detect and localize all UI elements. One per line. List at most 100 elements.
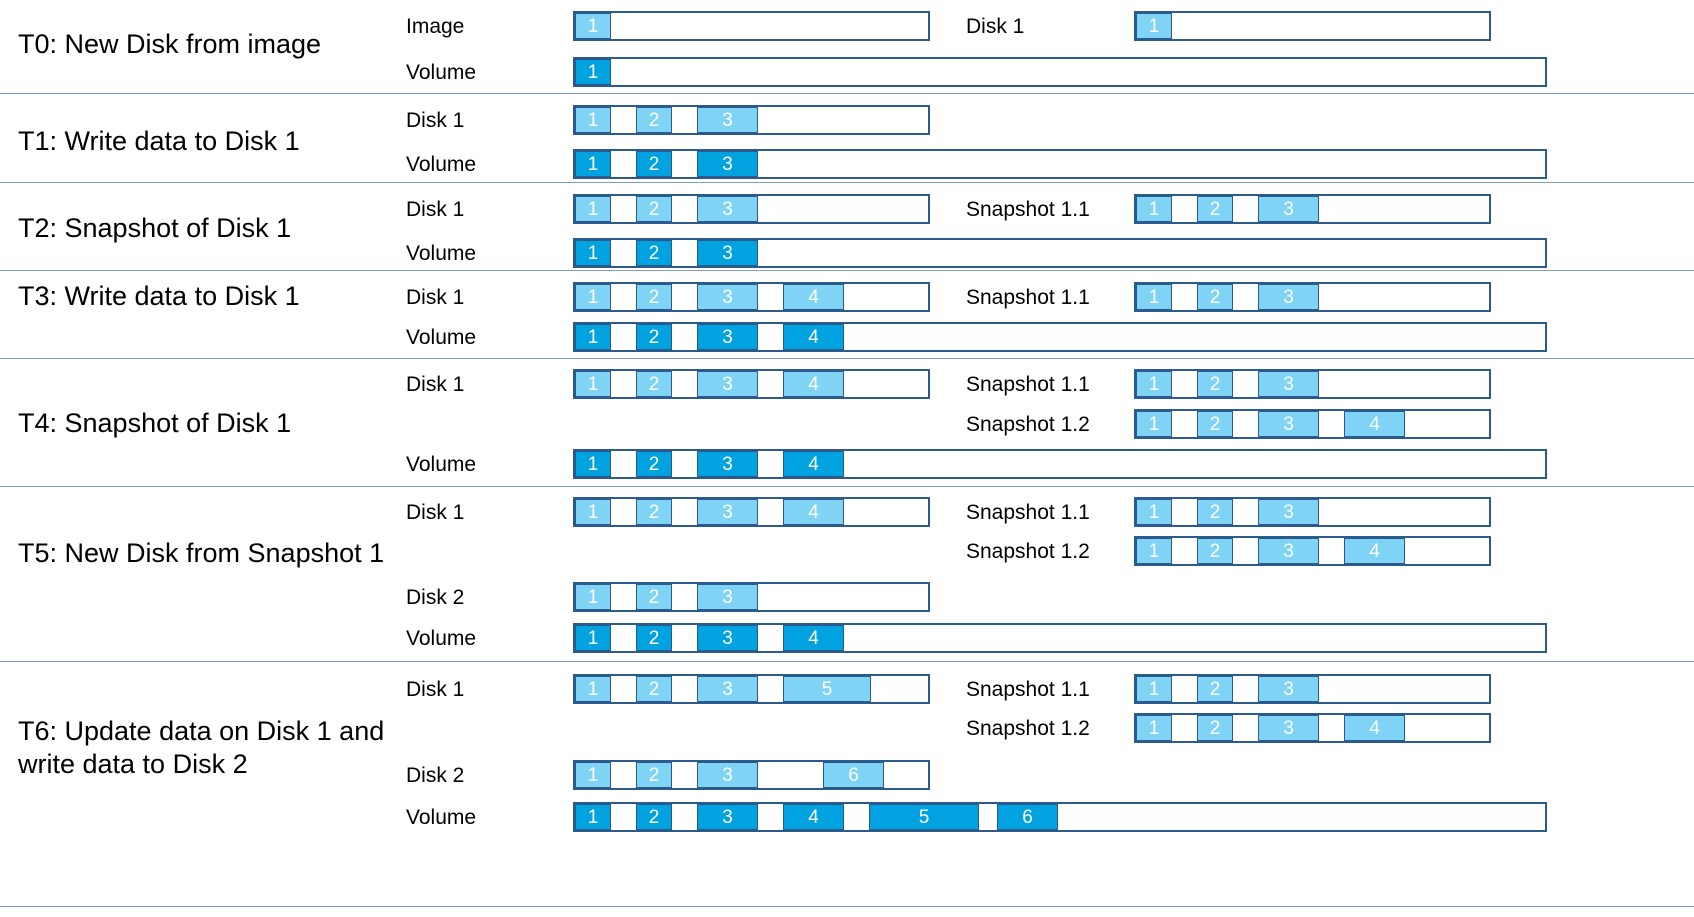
extent-block: 3 (697, 625, 758, 651)
time-step-caption-t2: T2: Snapshot of Disk 1 (18, 213, 292, 243)
track-label-snapshot-1-1: Snapshot 1.1 (966, 373, 1090, 396)
time-step-caption-t0: T0: New Disk from image (18, 29, 322, 59)
extent-block: 4 (783, 499, 844, 525)
extent-block: 1 (1136, 371, 1172, 397)
extent-block: 2 (636, 676, 672, 702)
extent-block: 1 (575, 196, 611, 222)
extent-block: 3 (697, 240, 758, 266)
extent-block: 3 (697, 107, 758, 133)
extent-block: 6 (823, 762, 884, 788)
row-separator (0, 661, 1694, 662)
extent-block: 1 (1136, 411, 1172, 437)
extent-block: 1 (575, 451, 611, 477)
time-step-caption-t1: T1: Write data to Disk 1 (18, 126, 300, 156)
track-label-disk-1: Disk 1 (406, 286, 465, 309)
extent-block: 2 (636, 196, 672, 222)
extent-block: 1 (575, 676, 611, 702)
track-label-disk-1: Disk 1 (406, 109, 465, 132)
extent-block: 3 (697, 371, 758, 397)
track-label-volume: Volume (406, 627, 477, 650)
extent-block: 4 (783, 324, 844, 350)
row-separator (0, 358, 1694, 359)
track-label-volume: Volume (406, 453, 477, 476)
extent-block: 3 (697, 284, 758, 310)
extent-block: 3 (1258, 538, 1319, 564)
extent-bar: 1 (1134, 11, 1491, 41)
extent-bar: 1 (573, 11, 930, 41)
extent-block: 3 (697, 151, 758, 177)
extent-block: 5 (783, 676, 871, 702)
extent-block: 1 (575, 804, 611, 830)
extent-block: 2 (636, 324, 672, 350)
extent-block: 3 (1258, 371, 1319, 397)
extent-block: 2 (1197, 676, 1233, 702)
extent-block: 2 (636, 804, 672, 830)
extent-block: 1 (575, 324, 611, 350)
time-step-caption-t5: T5: New Disk from Snapshot 1 (18, 538, 385, 568)
extent-block: 3 (697, 762, 758, 788)
row-separator (0, 93, 1694, 94)
extent-block: 3 (697, 584, 758, 610)
extent-block: 1 (575, 240, 611, 266)
track-label-disk-1: Disk 1 (966, 15, 1025, 38)
extent-block: 1 (1136, 196, 1172, 222)
track-label-snapshot-1-1: Snapshot 1.1 (966, 286, 1090, 309)
track-label-snapshot-1-1: Snapshot 1.1 (966, 198, 1090, 221)
extent-block: 4 (1344, 538, 1405, 564)
extent-block: 4 (783, 451, 844, 477)
extent-block: 1 (575, 625, 611, 651)
extent-block: 2 (636, 499, 672, 525)
extent-block: 2 (1197, 371, 1233, 397)
extent-block: 2 (1197, 284, 1233, 310)
extent-block: 3 (697, 451, 758, 477)
extent-block: 4 (1344, 715, 1405, 741)
extent-block: 1 (1136, 715, 1172, 741)
extent-block: 2 (636, 240, 672, 266)
extent-block: 1 (575, 151, 611, 177)
extent-block: 4 (783, 625, 844, 651)
track-label-snapshot-1-1: Snapshot 1.1 (966, 678, 1090, 701)
extent-block: 3 (1258, 715, 1319, 741)
extent-block: 1 (575, 371, 611, 397)
extent-block: 5 (869, 804, 979, 830)
extent-block: 1 (1136, 13, 1172, 39)
extent-block: 2 (636, 151, 672, 177)
extent-block: 3 (1258, 284, 1319, 310)
track-label-disk-2: Disk 2 (406, 764, 465, 787)
extent-block: 1 (1136, 676, 1172, 702)
extent-block: 2 (1197, 196, 1233, 222)
row-separator (0, 486, 1694, 487)
extent-bar: 1 (573, 57, 1547, 87)
extent-block: 3 (697, 676, 758, 702)
track-label-volume: Volume (406, 806, 477, 829)
extent-block: 3 (697, 499, 758, 525)
track-label-volume: Volume (406, 61, 477, 84)
track-label-disk-1: Disk 1 (406, 501, 465, 524)
extent-block: 2 (1197, 715, 1233, 741)
extent-block: 1 (575, 59, 611, 85)
extent-block: 3 (697, 804, 758, 830)
extent-block: 2 (636, 451, 672, 477)
track-label-disk-1: Disk 1 (406, 198, 465, 221)
extent-block: 1 (575, 107, 611, 133)
extent-block: 2 (636, 762, 672, 788)
extent-block: 2 (636, 107, 672, 133)
track-label-disk-2: Disk 2 (406, 586, 465, 609)
extent-block: 3 (697, 196, 758, 222)
track-label-snapshot-1-2: Snapshot 1.2 (966, 717, 1090, 740)
extent-block: 1 (575, 284, 611, 310)
track-label-disk-1: Disk 1 (406, 678, 465, 701)
extent-block: 1 (575, 13, 611, 39)
track-label-volume: Volume (406, 242, 477, 265)
